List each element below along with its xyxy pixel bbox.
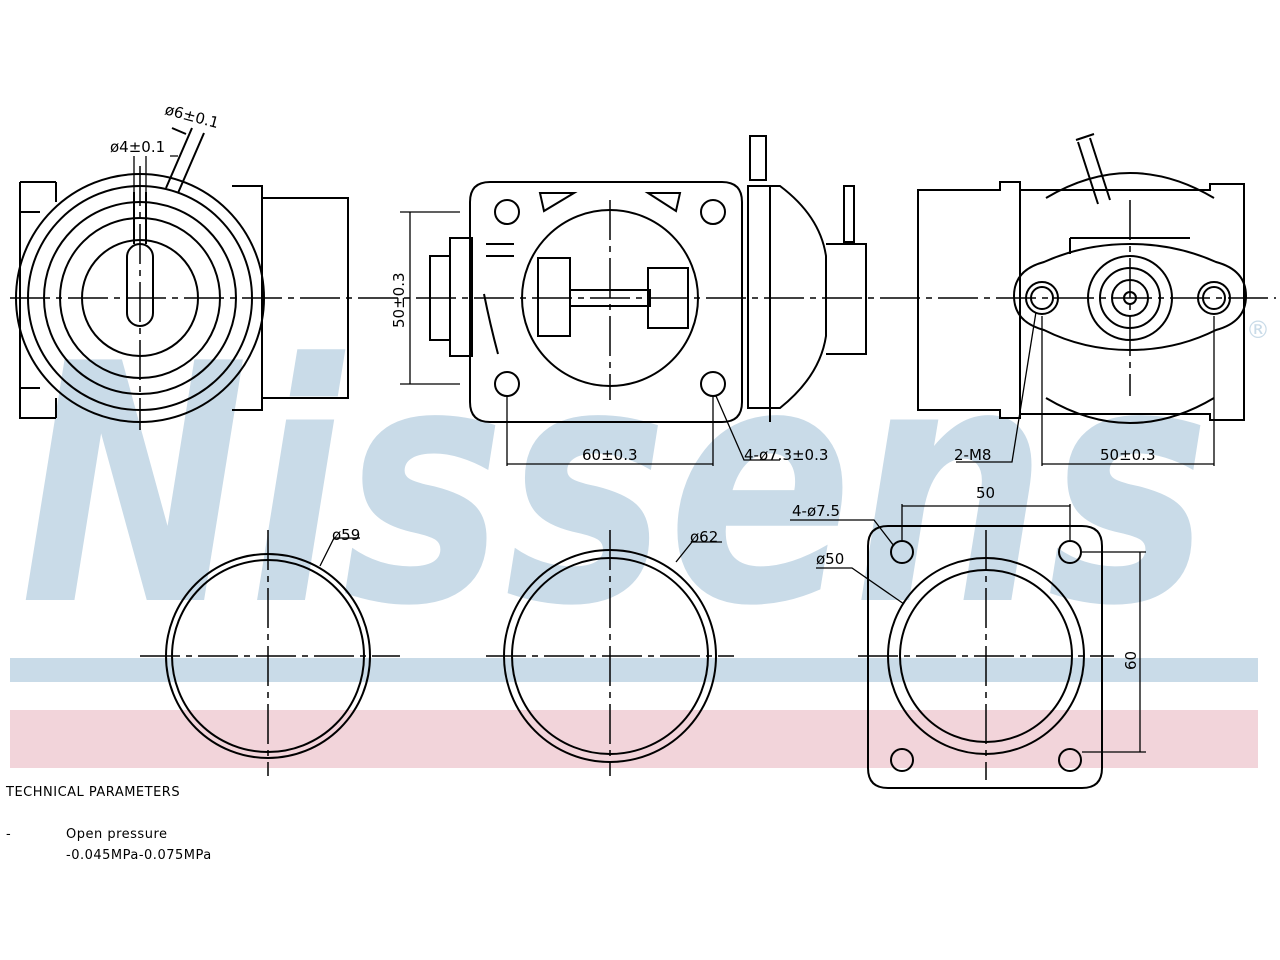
- label-mount-thread: 2-M8: [954, 446, 991, 464]
- watermark-registered: ®: [1246, 316, 1270, 344]
- valve-nut: [429, 237, 473, 357]
- actuator-nipple: [749, 135, 855, 243]
- label-tube-inner: ø4±0.1: [110, 138, 165, 156]
- watermark-logo: Nissens: [20, 294, 1210, 678]
- mount-pipe: [917, 181, 1021, 419]
- parameter-value-open-pressure: -0.045MPa-0.075MPa: [66, 848, 212, 863]
- label-gasket-2: ø62: [690, 528, 718, 546]
- label-tube-outer: ø6±0.1: [163, 100, 221, 132]
- technical-parameters: TECHNICAL PARAMETERS - Open pressure -0.…: [6, 782, 211, 866]
- label-flange-holes: 4-ø7.3±0.3: [744, 446, 828, 464]
- end-view-body: [19, 181, 57, 419]
- mount-tube: [1075, 133, 1111, 205]
- end-view-tube: [133, 127, 205, 244]
- label-flange-height: 50±0.3: [390, 272, 408, 328]
- actuator-housing: [747, 185, 867, 422]
- mount-dome: [1045, 172, 1215, 424]
- center-lines: [10, 166, 1276, 780]
- label-flange-hole-spacing: 60±0.3: [582, 446, 638, 464]
- watermark: Nissens ®: [10, 294, 1270, 768]
- technical-parameters-heading: TECHNICAL PARAMETERS: [6, 785, 181, 800]
- parameter-label-open-pressure: Open pressure: [66, 827, 168, 842]
- label-gasket-3-height: 60: [1122, 651, 1140, 670]
- label-gasket-3-width: 50: [976, 484, 995, 502]
- mount-body: [1020, 183, 1245, 421]
- dimension-lines: [133, 155, 1215, 753]
- label-gasket-1: ø59: [332, 526, 360, 544]
- mount-flange: [1012, 242, 1248, 352]
- parameter-bullet: -: [6, 827, 12, 842]
- flange-plate: [469, 181, 743, 423]
- label-gasket-3-holes: 4-ø7.5: [792, 502, 840, 520]
- watermark-blue-band: [10, 658, 1258, 682]
- label-mount-spacing: 50±0.3: [1100, 446, 1156, 464]
- label-gasket-3-inner: ø50: [816, 550, 844, 568]
